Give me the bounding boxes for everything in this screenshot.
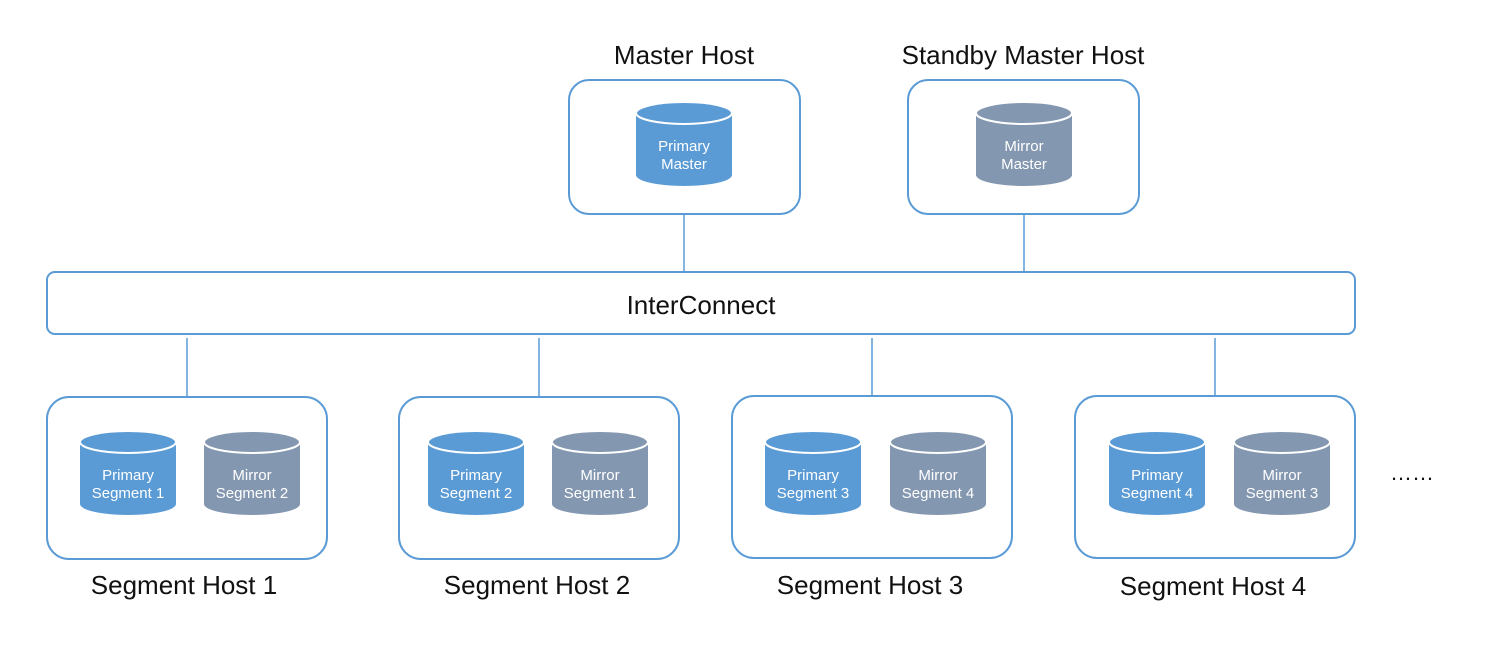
- interconnect-label: InterConnect: [627, 290, 777, 320]
- segment-host-title: Segment Host 2: [444, 570, 630, 600]
- db-label-line1: Mirror: [1004, 138, 1043, 155]
- db-label-line1: Primary: [787, 467, 839, 484]
- mirror-master-db-icon: Mirror Master: [975, 101, 1073, 186]
- db-label-line1: Mirror: [1262, 467, 1301, 484]
- db-cylinder-body: [1109, 442, 1205, 515]
- db-label-line2: Segment 2: [216, 485, 289, 502]
- db-cylinder-top: [764, 430, 862, 454]
- primary-segment-db-icon: Primary Segment 4: [1108, 430, 1206, 515]
- db-cylinder-top: [1108, 430, 1206, 454]
- mirror-segment-db-icon: Mirror Segment 1: [551, 430, 649, 515]
- db-label-line2: Master: [661, 156, 707, 173]
- interconnect: InterConnect: [46, 271, 1356, 335]
- db-cylinder-top: [635, 101, 733, 125]
- db-label-line2: Segment 2: [440, 485, 513, 502]
- primary-segment-db-icon: Primary Segment 3: [764, 430, 862, 515]
- db-label-line2: Master: [1001, 156, 1047, 173]
- db-label-line1: Mirror: [918, 467, 957, 484]
- mirror-segment-db-icon: Mirror Segment 4: [889, 430, 987, 515]
- db-cylinder-top: [203, 430, 301, 454]
- db-cylinder-body: [1234, 442, 1330, 515]
- db-cylinder-body: [636, 113, 732, 186]
- db-label-line1: Primary: [102, 467, 154, 484]
- db-cylinder-top: [975, 101, 1073, 125]
- db-cylinder-top: [1233, 430, 1331, 454]
- db-label-line1: Mirror: [232, 467, 271, 484]
- segment-host-2: Primary Segment 2 Mirror Segment 1 Segme…: [398, 396, 680, 600]
- more-hosts-indicator: ……: [1390, 460, 1434, 485]
- segment-host-1: Primary Segment 1 Mirror Segment 2 Segme…: [46, 396, 328, 600]
- master-host-title: Master Host: [614, 40, 755, 70]
- db-cylinder-body: [428, 442, 524, 515]
- db-label-line2: Segment 3: [1246, 485, 1319, 502]
- primary-segment-db-icon: Primary Segment 2: [427, 430, 525, 515]
- db-label-line1: Primary: [450, 467, 502, 484]
- db-cylinder-body: [204, 442, 300, 515]
- segment-host-title: Segment Host 1: [91, 570, 277, 600]
- standby-master-host: Standby Master Host Mirror Master: [902, 40, 1146, 215]
- primary-segment-db-icon: Primary Segment 1: [79, 430, 177, 515]
- db-cylinder-body: [890, 442, 986, 515]
- interconnect-bar: [46, 271, 1356, 335]
- segment-host-3: Primary Segment 3 Mirror Segment 4 Segme…: [731, 395, 1013, 600]
- db-cylinder-top: [889, 430, 987, 454]
- db-label-line2: Segment 4: [1121, 485, 1194, 502]
- standby-master-host-title: Standby Master Host: [902, 40, 1146, 70]
- db-cylinder-top: [79, 430, 177, 454]
- primary-master-db-icon: Primary Master: [635, 101, 733, 186]
- db-cylinder-top: [427, 430, 525, 454]
- db-cylinder-body: [765, 442, 861, 515]
- db-cylinder-top: [551, 430, 649, 454]
- db-cylinder-body: [80, 442, 176, 515]
- mirror-segment-db-icon: Mirror Segment 2: [203, 430, 301, 515]
- db-cylinder-body: [552, 442, 648, 515]
- db-label-line1: Primary: [658, 138, 710, 155]
- db-cylinder-body: [976, 113, 1072, 186]
- segment-host-title: Segment Host 3: [777, 570, 963, 600]
- db-label-line2: Segment 4: [902, 485, 975, 502]
- db-label-line2: Segment 3: [777, 485, 850, 502]
- master-host: Master Host Primary Master: [568, 40, 801, 215]
- segment-host-4: Primary Segment 4 Mirror Segment 3 Segme…: [1074, 395, 1356, 601]
- db-label-line2: Segment 1: [92, 485, 165, 502]
- db-label-line1: Mirror: [580, 467, 619, 484]
- db-label-line2: Segment 1: [564, 485, 637, 502]
- segment-host-title: Segment Host 4: [1120, 571, 1306, 601]
- db-label-line1: Primary: [1131, 467, 1183, 484]
- mirror-segment-db-icon: Mirror Segment 3: [1233, 430, 1331, 515]
